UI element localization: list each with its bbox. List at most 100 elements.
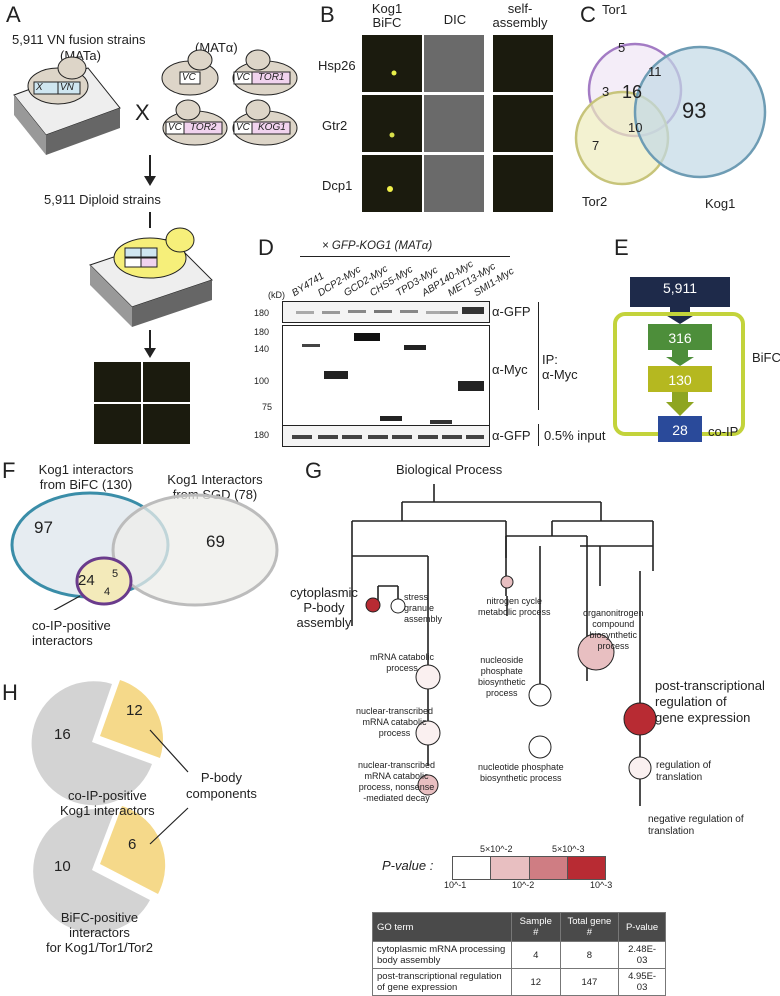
ab-gfp-ip: α-GFP	[492, 304, 531, 319]
node-organo	[577, 633, 615, 671]
venn-kog1-only: 93	[682, 98, 707, 123]
panel-label-f: F	[2, 458, 16, 483]
scale-label-1: 10^-1	[444, 880, 467, 890]
scale-label-3: 10^-2	[512, 880, 535, 890]
venn-circle-kog1	[633, 45, 767, 179]
venn-tor1-kog1: 11	[648, 64, 662, 79]
node-post	[623, 702, 657, 736]
node-nuc-phos	[528, 683, 552, 707]
pie1-yellow-label: 12	[126, 702, 143, 719]
pbody-label: P-body components	[186, 770, 257, 801]
vc-label-2: VC	[236, 72, 250, 83]
bifc-image-1	[94, 362, 141, 402]
pie2-caption: BiFC-positive interactors for Kog1/Tor1/…	[46, 910, 153, 955]
venn-bifc-sgd	[10, 491, 279, 610]
tor2-label: TOR2	[190, 122, 217, 133]
node-stress	[390, 598, 406, 614]
venn-all-three: 16	[622, 82, 643, 102]
table-row: post-transcriptional regulation of gene …	[372, 968, 666, 996]
label-nitrogen: nitrogen cycle metabolic process	[478, 596, 551, 617]
vn-box-label: VN	[60, 82, 74, 93]
marker-mid-140: 140	[254, 344, 270, 354]
funnel-28: 28	[672, 422, 688, 438]
vc-cells	[161, 49, 298, 146]
pvalue-scale	[452, 856, 606, 880]
b-col-self: self- assembly	[492, 1, 548, 30]
vc-label-1: VC	[182, 72, 196, 83]
go-th-sample: Sample #	[511, 912, 561, 942]
node-nucleotide	[528, 735, 552, 759]
marker-bot: 180	[254, 430, 270, 440]
x-box-label: X	[36, 82, 43, 93]
blot-header: × GFP-KOG1 (MATα)	[322, 240, 433, 252]
venn-sgd	[111, 493, 279, 607]
f-24: 24	[78, 572, 95, 589]
venn-coip	[75, 556, 133, 606]
bifc-image-4	[143, 404, 190, 444]
panel-label-c: C	[580, 2, 596, 27]
marker-mid-75: 75	[262, 402, 273, 412]
pie-charts	[31, 680, 189, 934]
venn-tor1-tor2: 3	[602, 84, 610, 99]
b-row-gtr2: Gtr2	[322, 118, 348, 133]
pie2-gray	[33, 809, 151, 934]
funnel-130: 130	[668, 372, 692, 388]
go-tree	[351, 484, 657, 806]
pvalue-scale-segment	[566, 857, 605, 879]
tor1-label: TOR1	[258, 72, 285, 83]
input-label: 0.5% input	[544, 428, 606, 443]
go-th-term: GO term	[372, 912, 512, 942]
panel-a-diagram	[13, 49, 298, 358]
dcp1-dic-image	[424, 155, 484, 212]
node-reg-trans	[628, 756, 652, 780]
pie1-caption: co-IP-positive Kog1 interactors	[60, 788, 155, 818]
ip-label: IP: α-Myc	[542, 352, 578, 382]
label-nuc-phos: nucleoside phosphate biosynthetic proces…	[478, 655, 526, 698]
bifc-image-2	[143, 362, 190, 402]
node-nuc-mrna	[415, 720, 441, 746]
label-reg-trans: regulation of translation	[656, 760, 712, 783]
b-row-hsp26: Hsp26	[318, 58, 356, 73]
f-4: 4	[104, 586, 111, 598]
vn-strains-label: 5,911 VN fusion strains	[12, 32, 146, 47]
ab-myc: α-Myc	[492, 362, 528, 377]
venn-label-tor1: Tor1	[602, 2, 628, 17]
b-col-dic: DIC	[443, 12, 467, 27]
go-title: Biological Process	[396, 462, 503, 477]
kog1-label: KOG1	[258, 122, 286, 133]
pie2-yellow	[100, 806, 166, 894]
blot-myc-ip	[282, 325, 490, 426]
venn-tor2-only: 7	[592, 138, 600, 153]
hsp26-dic-image	[424, 35, 484, 92]
funnel-316: 316	[668, 330, 692, 346]
f-69: 69	[206, 532, 225, 551]
pvalue-label: P-value :	[382, 858, 434, 873]
panel-label-g: G	[305, 458, 323, 483]
venn-label-kog1: Kog1	[705, 196, 736, 211]
bifc-image-3	[94, 404, 141, 444]
funnel-diagram	[613, 277, 745, 442]
label-mrna-cat: mRNA catabolic process	[370, 652, 435, 673]
marker-mid-100: 100	[254, 376, 270, 386]
gtr2-self-image	[493, 95, 553, 152]
label-neg-reg: negative regulation of translation	[648, 814, 744, 837]
node-nitrogen	[500, 575, 514, 589]
node-mrna-cat	[415, 664, 441, 690]
panel-label-b: B	[320, 2, 335, 27]
pie2-yellow-label: 6	[128, 836, 137, 853]
diploid-label: 5,911 Diploid strains	[44, 192, 161, 207]
f-5: 5	[112, 568, 119, 580]
scale-label-4: 5×10^-3	[552, 844, 585, 854]
label-organo: organonitrogen compound biosynthetic pro…	[583, 608, 644, 651]
label-nuc-mrna: nuclear-transcribed mRNA catabolic proce…	[356, 706, 434, 738]
go-th-pvalue: P-value	[618, 912, 666, 942]
table-row: cytoplasmic mRNA processing body assembl…	[372, 941, 666, 969]
pvalue-scale-segment	[528, 857, 567, 879]
gtr2-bifc-image	[362, 95, 422, 152]
venn-label-tor2: Tor2	[582, 194, 608, 209]
funnel-bifc-label: BiFC	[752, 350, 780, 365]
panel-label-e: E	[614, 235, 629, 260]
pie1-gray-label: 16	[54, 726, 71, 743]
label-stress: stress granule assembly	[404, 592, 443, 624]
f-left-title: Kog1 interactors from BiFC (130)	[38, 462, 134, 492]
